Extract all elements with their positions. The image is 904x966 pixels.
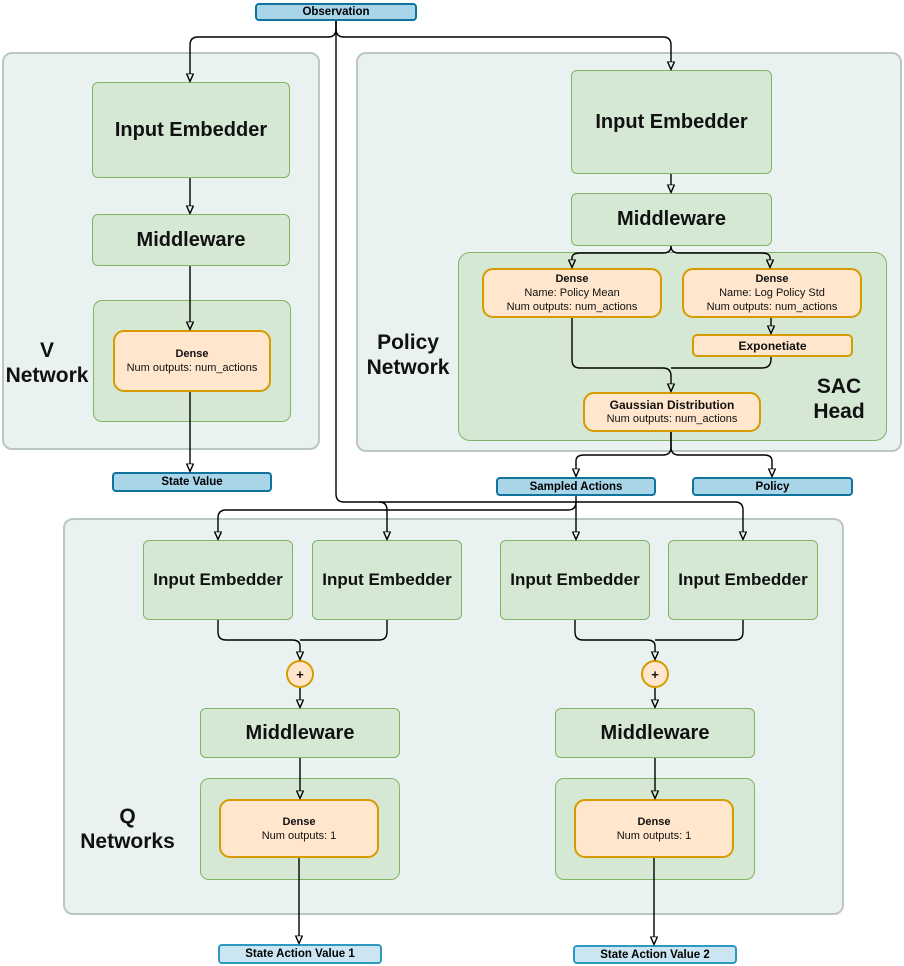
q2-sum-operator: + (641, 660, 669, 688)
q2-dense-node: Dense Num outputs: 1 (574, 799, 734, 858)
q1-input-embedder-state-node: Input Embedder (143, 540, 293, 620)
sac-head-label: SAC Head (813, 375, 865, 424)
sampled-actions-node: Sampled Actions (496, 477, 656, 496)
q2-dense-detail: Num outputs: 1 (616, 829, 692, 842)
v-dense-title: Dense (175, 348, 209, 360)
dense-log-policy-std-node: Dense Name: Log Policy Std Num outputs: … (682, 268, 862, 318)
v-middleware-node: Middleware (92, 214, 290, 266)
policy-middleware-node: Middleware (571, 193, 772, 246)
gaussian-distribution-node: Gaussian Distribution Num outputs: num_a… (583, 392, 761, 432)
state-action-value-1-node: State Action Value 1 (218, 944, 382, 964)
dense-policy-mean-outputs: Num outputs: num_actions (506, 301, 638, 313)
v-dense-node: Dense Num outputs: num_actions (113, 330, 271, 392)
policy-network-label: Policy Network (366, 331, 450, 380)
state-action-value-2-node: State Action Value 2 (573, 945, 737, 964)
v-dense-detail: Num outputs: num_actions (126, 362, 258, 374)
q1-sum-operator: + (286, 660, 314, 688)
v-input-embedder-node: Input Embedder (92, 82, 290, 178)
dense-policy-mean-title: Dense (555, 273, 589, 285)
q2-input-embedder-action-node: Input Embedder (668, 540, 818, 620)
v-network-label: V Network (5, 339, 89, 388)
q1-input-embedder-action-node: Input Embedder (312, 540, 462, 620)
q-networks-label: Q Networks (80, 805, 175, 854)
gaussian-distribution-outputs: Num outputs: num_actions (606, 413, 738, 425)
q1-dense-node: Dense Num outputs: 1 (219, 799, 379, 858)
q2-dense-title: Dense (637, 815, 671, 828)
q2-middleware-node: Middleware (555, 708, 755, 758)
policy-output-node: Policy (692, 477, 853, 496)
q1-dense-detail: Num outputs: 1 (261, 829, 337, 842)
q2-input-embedder-state-node: Input Embedder (500, 540, 650, 620)
dense-log-policy-std-outputs: Num outputs: num_actions (706, 301, 838, 313)
dense-policy-mean-node: Dense Name: Policy Mean Num outputs: num… (482, 268, 662, 318)
dense-policy-mean-name: Name: Policy Mean (524, 287, 620, 299)
observation-node: Observation (255, 3, 417, 21)
q1-dense-title: Dense (282, 815, 316, 828)
q1-middleware-node: Middleware (200, 708, 400, 758)
dense-log-policy-std-title: Dense (755, 273, 789, 285)
exponetiate-node: Exponetiate (692, 334, 853, 357)
state-value-node: State Value (112, 472, 272, 492)
policy-input-embedder-node: Input Embedder (571, 70, 772, 174)
dense-log-policy-std-name: Name: Log Policy Std (719, 287, 825, 299)
gaussian-distribution-title: Gaussian Distribution (609, 398, 735, 412)
